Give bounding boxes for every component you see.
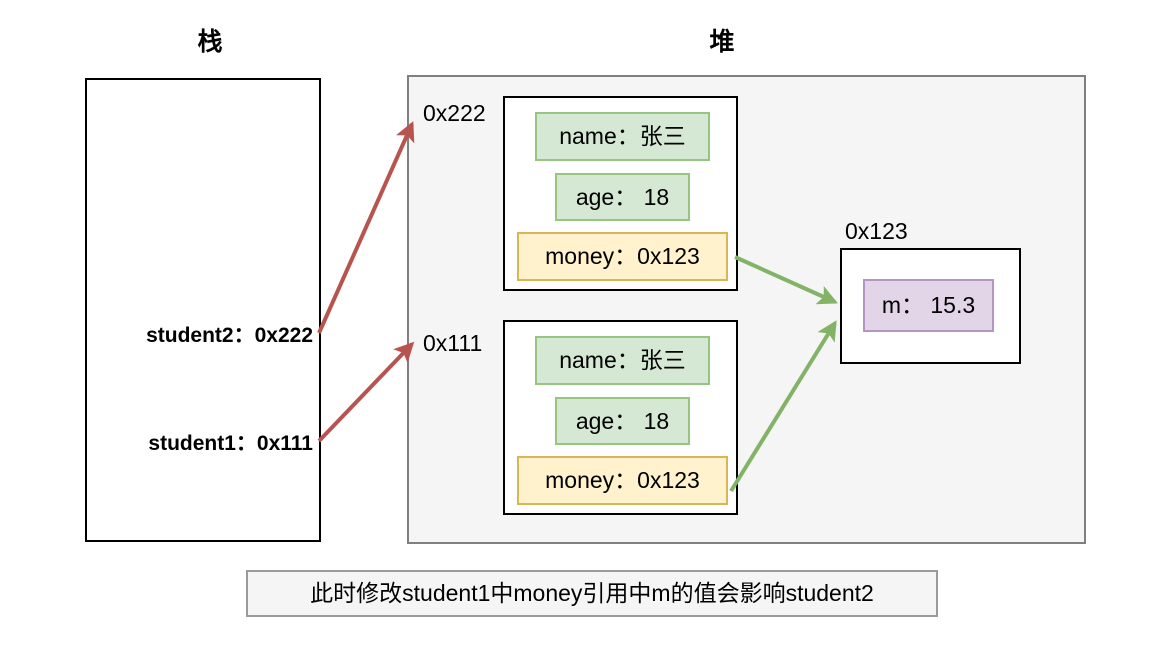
heap-object-box-0x222: name：张三 age： 18 money：0x123 xyxy=(503,96,738,291)
field-age-0x222[interactable]: age： 18 xyxy=(555,173,690,221)
arrow-student2-to-0x222 xyxy=(317,121,415,334)
heap-address-label-0x123: 0x123 xyxy=(845,218,908,244)
heap-object-box-0x123: m： 15.3 xyxy=(840,248,1021,364)
heap-title: 堆 xyxy=(709,28,735,56)
heap-address-label-0x111: 0x111 xyxy=(423,330,483,356)
field-m-0x123[interactable]: m： 15.3 xyxy=(863,279,994,332)
field-name-0x111[interactable]: name：张三 xyxy=(535,336,710,385)
field-name-0x222[interactable]: name：张三 xyxy=(535,112,710,161)
field-age-0x111[interactable]: age： 18 xyxy=(555,397,690,445)
field-money-0x111[interactable]: money：0x123 xyxy=(517,456,728,505)
field-money-0x222[interactable]: money：0x123 xyxy=(517,232,728,281)
caption-box: 此时修改student1中money引用中m的值会影响student2 xyxy=(246,570,938,617)
heap-address-label-0x222: 0x222 xyxy=(423,100,486,126)
stack-title: 栈 xyxy=(197,28,223,56)
stack-entry-student1[interactable]: student1：0x111 xyxy=(148,432,313,455)
heap-object-box-0x111: name：张三 age： 18 money：0x123 xyxy=(503,320,738,515)
arrow-student1-to-0x111 xyxy=(317,341,415,443)
stack-entry-student2[interactable]: student2：0x222 xyxy=(146,324,313,347)
stack-frame: student2：0x222 student1：0x111 xyxy=(85,78,321,542)
